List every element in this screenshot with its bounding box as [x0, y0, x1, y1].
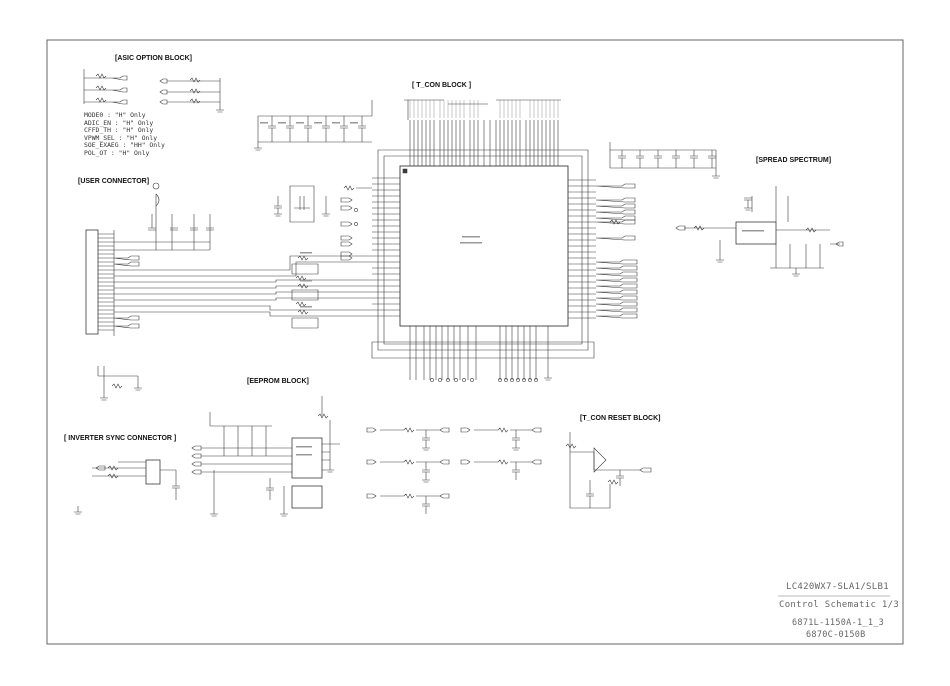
title-block-part-number: 6870C-0150B: [806, 630, 866, 640]
decoupling-caps-right: [609, 142, 720, 179]
asic-option-line: CFFD_TH : "H" Only: [84, 126, 154, 135]
soe-gsp-pol-circuits: [366, 427, 542, 514]
inverter-sync-circuit: [74, 459, 180, 515]
asic-option-block-heading: [ASIC OPTION BLOCK]: [115, 55, 192, 62]
sheet-frame: [46, 39, 904, 645]
t-con-ic: [399, 165, 569, 327]
asic-option-notes: MODE0 : "H" Only ADIC_EN : "H" Only CFFD…: [84, 111, 165, 158]
decoupling-caps-left: [254, 100, 373, 151]
asic-option-line: ADIC_EN : "H" Only: [84, 118, 154, 127]
t-con-left-inputs: [274, 185, 372, 261]
inverter-sync-connector-heading: [ INVERTER SYNC CONNECTOR ]: [64, 435, 177, 442]
component-label-marks: [260, 122, 764, 456]
user-connector-circuit: [85, 182, 372, 401]
asic-option-line: VPWM_SEL : "H" Only: [84, 133, 158, 142]
t-con-bottom-pins: [409, 326, 552, 381]
t-con-right-pins: [568, 179, 596, 319]
t-con-top-pins: [409, 120, 559, 166]
spread-spectrum-heading: [SPREAD SPECTRUM]: [756, 157, 832, 164]
t-con-reset-circuit: [565, 432, 652, 509]
eeprom-block-heading: [EEPROM BLOCK]: [247, 378, 309, 385]
asic-option-line: POL_OT : "H" Only: [84, 148, 150, 157]
asic-option-line: SOE_EXAEG : "HH" Only: [84, 141, 165, 150]
title-block-model: LC420WX7-SLA1/SLB1: [786, 582, 889, 592]
t-con-power-ring: [377, 149, 589, 351]
title-block-doc-number: 6871L-1150A-1_1_3: [792, 618, 885, 628]
t-con-left-pins: [372, 177, 400, 317]
title-block-title: Control Schematic 1/3: [779, 600, 900, 610]
t-con-reset-block-heading: [T_CON RESET BLOCK]: [580, 415, 661, 422]
t-con-right-outputs: [595, 183, 638, 319]
user-connector-heading: [USER CONNECTOR]: [78, 178, 150, 185]
eeprom-circuit: [191, 396, 340, 517]
asic-option-circuit: [83, 69, 224, 113]
t-con-block-heading: [ T_CON BLOCK ]: [412, 82, 472, 89]
spread-spectrum-circuit: [675, 186, 844, 277]
asic-option-line: MODE0 : "H" Only: [84, 111, 146, 119]
